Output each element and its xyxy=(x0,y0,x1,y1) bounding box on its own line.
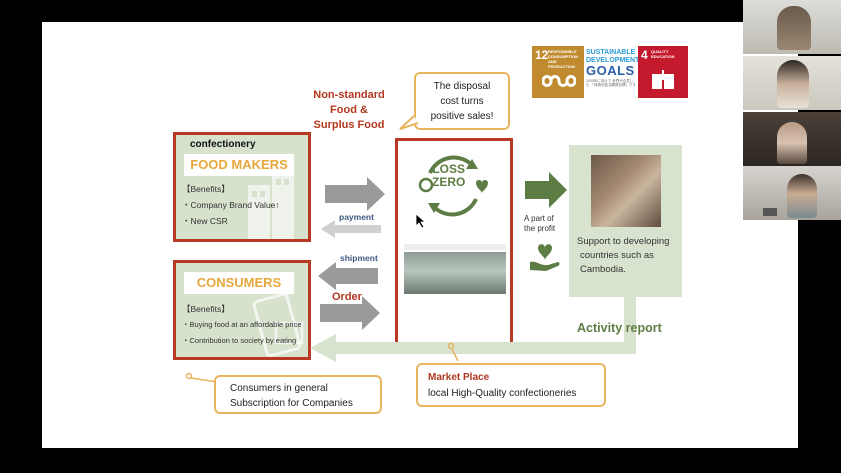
consumers-callout-line1: Consumers in general xyxy=(230,383,328,394)
sdg-goal-4-badge: 4 QUALITY EDUCATION xyxy=(638,46,688,98)
shipment-label: shipment xyxy=(340,253,378,263)
profit-label: A part of the profit xyxy=(524,214,555,234)
nonstandard-food-title: Non-standard Food & Surplus Food xyxy=(304,88,394,133)
sdg-4-number: 4 xyxy=(641,48,648,62)
arrow-left-shipment xyxy=(318,262,378,290)
consumers-panel: CONSUMERS 【Benefits】 ・Buying food at an … xyxy=(173,260,311,360)
green-arrow-right xyxy=(525,172,567,208)
nonstandard-line3: Surplus Food xyxy=(313,119,385,131)
participant-4-laptop xyxy=(763,208,777,216)
consumers-callout-pointer xyxy=(185,372,218,383)
market-callout-pointer xyxy=(447,342,459,362)
sdg-12-number: 12 xyxy=(535,48,549,62)
arrow-right-order xyxy=(320,296,380,330)
arrow-right-upper xyxy=(325,177,385,211)
participant-1-silhouette xyxy=(777,6,811,50)
payment-label: payment xyxy=(339,212,374,222)
food-makers-title: FOOD MAKERS xyxy=(184,154,294,176)
disposal-line2: cost turns xyxy=(440,96,484,107)
sdg-goal-12-badge: 12 RESPONSIBLE CONSUMPTION AND PRODUCTIO… xyxy=(532,46,584,98)
participant-video-4[interactable] xyxy=(743,166,841,220)
infinity-icon xyxy=(542,75,576,87)
children-photo xyxy=(591,155,661,227)
presentation-slide: 12 RESPONSIBLE CONSUMPTION AND PRODUCTIO… xyxy=(42,22,798,448)
consumers-title: CONSUMERS xyxy=(184,272,294,294)
logo-line1: LOSS xyxy=(432,162,465,176)
consumers-callout-line2: Subscription for Companies xyxy=(230,398,353,409)
market-place-callout: Market Place local High-Quality confecti… xyxy=(416,363,606,407)
sdg-logo-caption: 2030年に向けて 世界が合意した 「持続可能な開発目標」です xyxy=(586,79,636,87)
website-screenshot xyxy=(404,252,506,294)
consumers-benefit-2: ・Contribution to society by eating xyxy=(182,336,297,345)
participant-3-silhouette xyxy=(777,122,807,164)
nonstandard-line2: Food & xyxy=(330,104,368,116)
logo-line2: ZERO xyxy=(432,175,466,189)
support-line1: Support to developing xyxy=(577,236,670,247)
participant-4-silhouette xyxy=(787,174,817,218)
food-makers-benefit-1: ・Company Brand Value↑ xyxy=(182,200,280,210)
report-arrow-vertical xyxy=(624,297,636,354)
support-line3: Cambodia. xyxy=(580,264,626,275)
heart-hand-icon xyxy=(530,244,560,271)
arrow-left-payment xyxy=(321,220,381,238)
shopping-phone-icon xyxy=(252,293,304,358)
support-text: Support to developing countries such as … xyxy=(577,235,669,277)
callout-pointer xyxy=(399,115,419,130)
participant-2-silhouette xyxy=(777,60,809,108)
report-arrow-horizontal xyxy=(332,342,636,354)
building-icon xyxy=(248,173,294,239)
sdg-logo-line2: GOALS xyxy=(586,63,635,78)
nonstandard-line1: Non-standard xyxy=(313,89,385,101)
market-place-title: Market Place xyxy=(428,372,490,383)
profit-line2: the profit xyxy=(524,224,556,233)
sdg-logo: SUSTAINABLE DEVELOPMENT GOALS 2030年に向けて … xyxy=(584,46,638,98)
disposal-callout: The disposal cost turns positive sales! xyxy=(414,72,510,130)
order-label: Order xyxy=(332,291,362,303)
participant-video-1[interactable] xyxy=(743,0,841,54)
food-makers-subtitle: confectionery xyxy=(190,139,256,150)
food-makers-panel: confectionery FOOD MAKERS 【Benefits】 ・Co… xyxy=(173,132,311,242)
consumers-benefit-1: ・Buying food at an affordable price xyxy=(182,320,302,329)
marketplace-panel: LOSS ZERO xyxy=(395,138,513,345)
loss-zero-logo xyxy=(418,155,488,217)
mouse-cursor-icon xyxy=(416,214,426,228)
disposal-line3: positive sales! xyxy=(430,111,494,122)
participant-video-2[interactable] xyxy=(743,56,841,110)
profit-line1: A part of xyxy=(524,214,554,223)
sdg-12-label: RESPONSIBLE CONSUMPTION AND PRODUCTION xyxy=(548,49,578,69)
food-makers-benefit-2: ・New CSR xyxy=(182,216,228,226)
report-arrowhead xyxy=(310,334,336,362)
activity-report-label: Activity report xyxy=(577,321,662,335)
website-header-bar xyxy=(404,244,506,250)
market-place-subtitle: local High-Quality confectioneries xyxy=(428,388,577,399)
participant-video-3[interactable] xyxy=(743,112,841,166)
support-box: Support to developing countries such as … xyxy=(569,145,682,297)
disposal-line1: The disposal xyxy=(433,81,491,92)
consumers-callout: Consumers in general Subscription for Co… xyxy=(214,375,382,414)
loss-zero-text: LOSS ZERO xyxy=(432,163,465,189)
food-makers-benefits-header: 【Benefits】 xyxy=(182,184,230,194)
consumers-benefits-header: 【Benefits】 xyxy=(182,304,230,314)
sdg-logo-line1: SUSTAINABLE DEVELOPMENT xyxy=(586,49,638,64)
support-line2: countries such as xyxy=(580,250,654,261)
sdg-4-label: QUALITY EDUCATION xyxy=(651,49,675,59)
book-icon xyxy=(652,70,674,89)
